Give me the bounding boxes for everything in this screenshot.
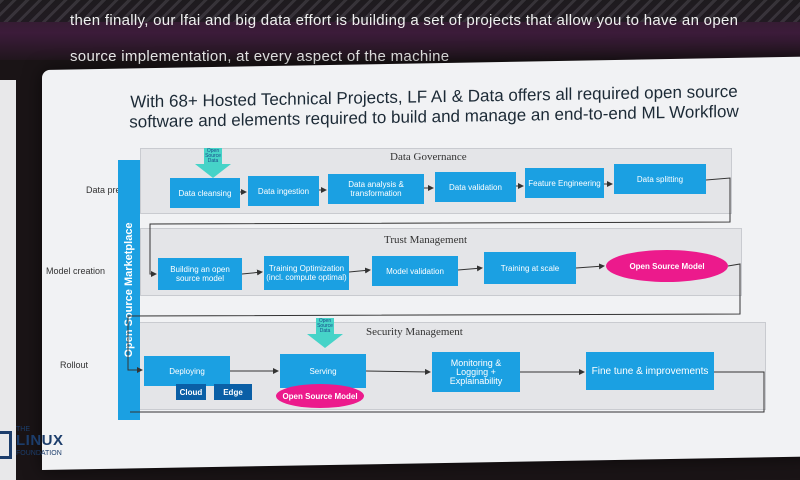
open-source-data-badge-2: Open Source Data [316,318,334,334]
row-label-model-creation: Model creation [46,266,106,276]
cloud-tag: Cloud [176,384,206,400]
step-monitoring: Monitoring & Logging + Explainability [432,352,520,392]
step-feature-engineering: Feature Engineering [525,168,604,198]
step-model-validation: Model validation [372,256,458,286]
step-building-model: Building an open source model [158,258,242,290]
lighting-truss [0,0,800,22]
step-data-splitting: Data splitting [614,164,706,194]
row-label-rollout: Rollout [60,360,89,370]
open-source-data-arrow-icon-2: Open Source Data [307,318,343,354]
section-title-security-management: Security Management [366,326,463,338]
serving-open-source-model-oval: Open Source Model [276,384,364,408]
section-title-trust-management: Trust Management [384,234,468,246]
row-label-data-prep: Data prep [86,185,126,195]
step-deploying: Deploying [144,356,230,386]
step-data-analysis: Data analysis & transformation [328,174,424,204]
screen-edge [0,80,16,480]
step-data-validation: Data validation [435,172,516,202]
step-fine-tune: Fine tune & improvements [586,352,714,390]
open-source-data-arrow-icon: Open Source Data [195,148,231,184]
live-caption-line-2: source implementation, at every aspect o… [70,48,450,65]
step-data-cleansing: Data cleansing [170,178,240,208]
open-source-data-badge: Open Source Data [204,148,222,164]
live-caption-line-1: then finally, our lfai and big data effo… [70,12,739,29]
step-serving: Serving [280,354,366,388]
open-source-marketplace-bar: Open Source Marketplace [118,160,140,420]
stage-ceiling [0,0,800,60]
step-data-ingestion: Data ingestion [248,176,319,206]
step-training-at-scale: Training at scale [484,252,576,284]
section-title-data-governance: Data Governance [390,151,467,163]
workflow-connectors [127,177,765,413]
step-training-optimization: Training Optimization (incl. compute opt… [264,256,349,290]
open-source-model-oval: Open Source Model [606,250,728,282]
edge-tag: Edge [214,384,252,400]
